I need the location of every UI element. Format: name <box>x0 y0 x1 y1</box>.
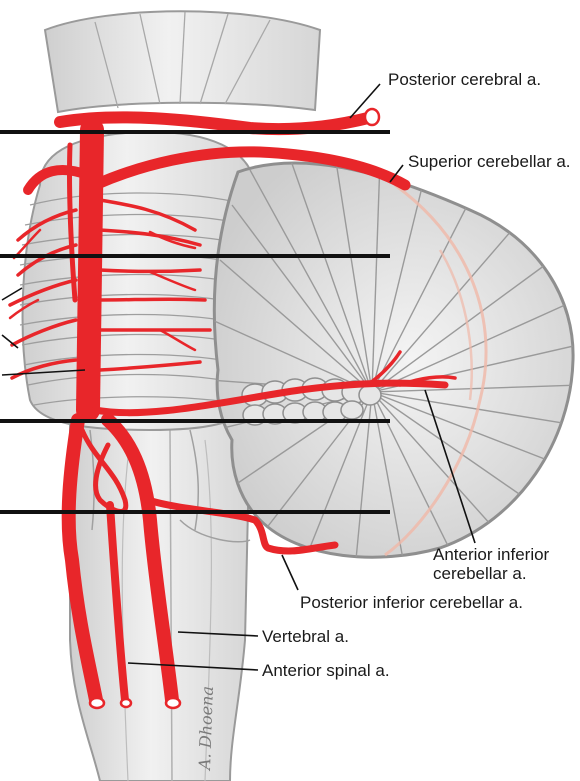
label-superior-cerebellar-artery: Superior cerebellar a. <box>408 152 571 171</box>
artist-signature: A. Dhoena <box>195 686 217 772</box>
label-anterior-inferior-line1: Anterior inferior <box>433 545 549 564</box>
label-posterior-cerebral-artery: Posterior cerebral a. <box>388 70 541 89</box>
midbrain <box>45 11 320 112</box>
label-posterior-inferior-cerebellar-artery: Posterior inferior cerebellar a. <box>300 593 523 612</box>
label-vertebral-artery: Vertebral a. <box>262 627 349 646</box>
label-anterior-inferior-line2: cerebellar a. <box>433 564 527 583</box>
cerebellum <box>210 155 580 570</box>
leader-left-1 <box>2 288 22 300</box>
label-anterior-spinal-artery: Anterior spinal a. <box>262 661 390 680</box>
leader-posterior-inferior <box>282 555 298 590</box>
